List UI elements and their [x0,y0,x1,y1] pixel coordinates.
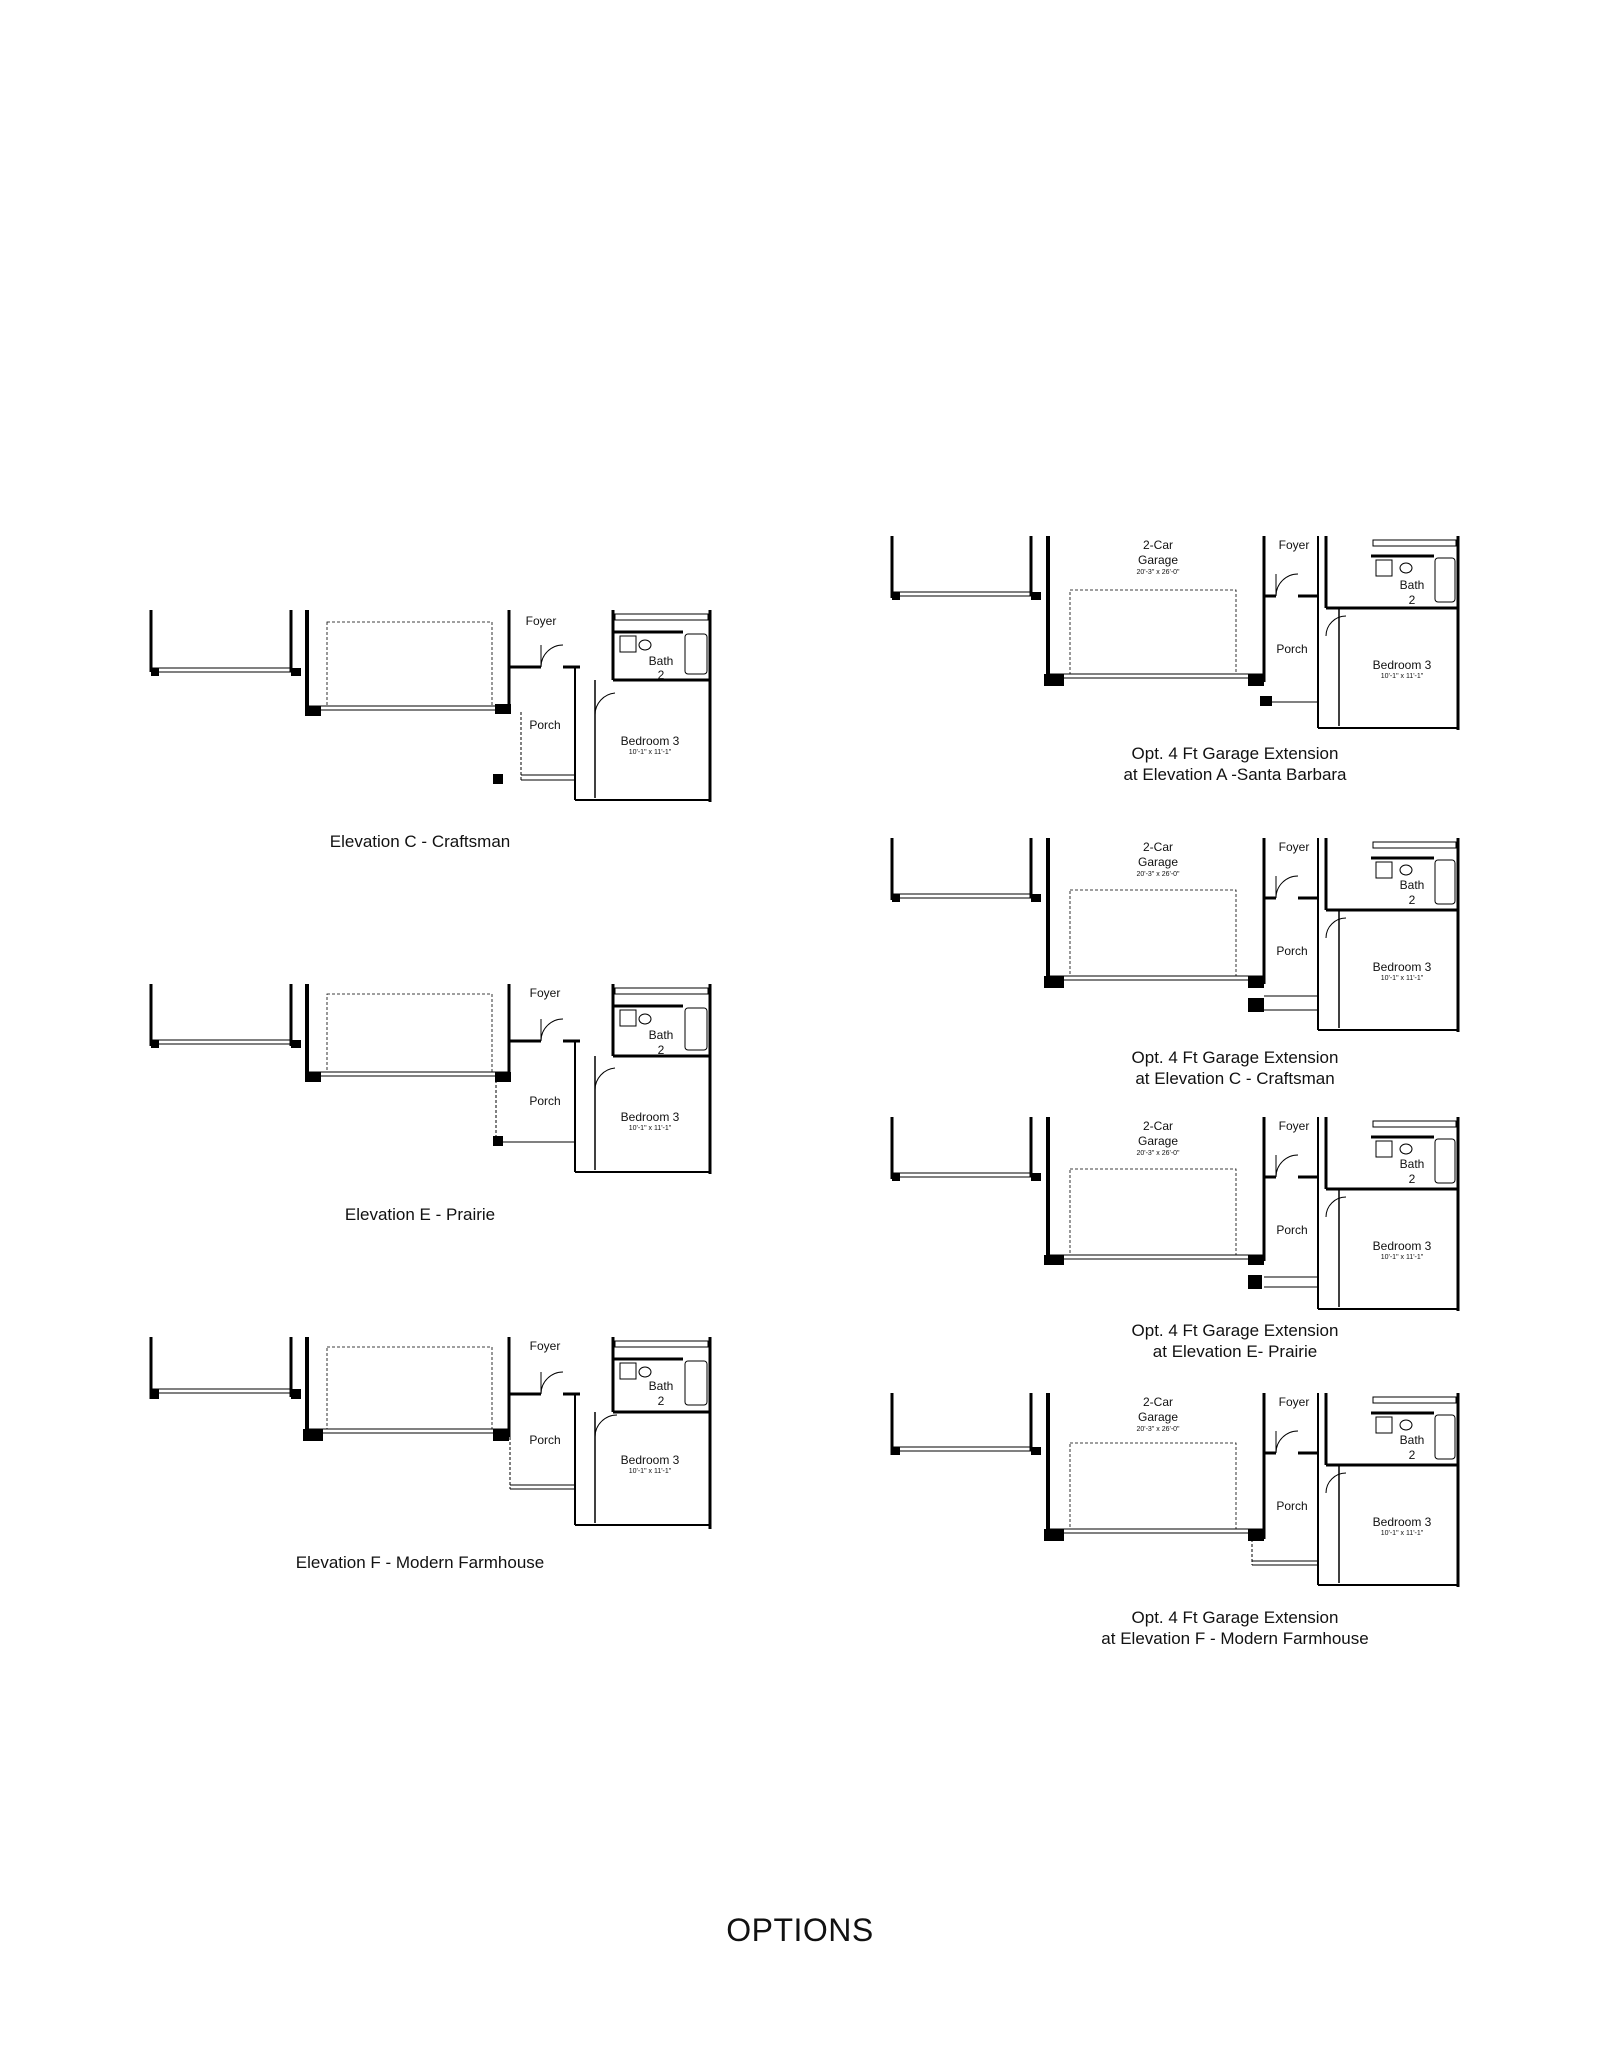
bedroom-label: Bedroom 3 [620,1110,680,1124]
caption-line1: Opt. 4 Ft Garage Extension [1131,744,1339,763]
caption-elevation-f: Elevation F - Modern Farmhouse [295,1553,545,1572]
caption-garage-ext-elevation-f: Opt. 4 Ft Garage Extension at Elevation … [1101,1607,1368,1649]
bedroom-label: Bedroom 3 [620,734,680,748]
bedroom-label: Bedroom 3 [620,1453,680,1467]
bedroom-dimension: 10'-1" x 11'-1" [628,1125,672,1132]
porch-label: Porch [529,1094,561,1108]
floor-plan-garage-ext-elevation-a: 2-Car Garage 20'-3" x 26'-0" Foyer Porch… [886,536,1466,736]
porch-label: Porch [529,718,561,732]
foyer-label: Foyer [529,986,561,1000]
foyer-label: Foyer [525,614,557,628]
caption-garage-ext-elevation-a: Opt. 4 Ft Garage Extension at Elevation … [1123,743,1346,785]
page-title-options: OPTIONS [726,1912,874,1948]
floor-plan-drawing [890,536,1460,730]
garage-label-line1: 2-Car [1142,1395,1174,1409]
porch-label: Porch [1276,1223,1308,1237]
floor-plan-drawing [890,1393,1460,1587]
foyer-label: Foyer [529,1339,561,1353]
bath-number-label: 2 [1408,1448,1416,1462]
caption-garage-ext-elevation-e: Opt. 4 Ft Garage Extension at Elevation … [1132,1320,1339,1362]
caption-elevation-e: Elevation E - Prairie [344,1205,496,1224]
bath-label: Bath [1399,1157,1425,1171]
bath-label: Bath [648,1028,674,1042]
porch-label: Porch [1276,944,1308,958]
garage-label-line1: 2-Car [1142,1119,1174,1133]
floor-plan-elevation-c: Foyer Porch Bath 2 Bedroom 3 10'-1" x 11… [145,610,715,810]
bath-number-label: 2 [657,1043,665,1057]
bath-label: Bath [648,654,674,668]
foyer-label: Foyer [1278,1119,1310,1133]
caption-elevation-c: Elevation C - Craftsman [329,832,511,851]
floor-plan-elevation-e: Foyer Porch Bath 2 Bedroom 3 10'-1" x 11… [145,984,715,1184]
caption-line1: Opt. 4 Ft Garage Extension [1131,1608,1339,1627]
bedroom-dimension: 10'-1" x 11'-1" [1380,1254,1424,1261]
bath-number-label: 2 [657,668,665,682]
caption-line2: at Elevation A -Santa Barbara [1123,765,1347,784]
garage-label-line2: Garage [1137,1134,1179,1148]
bedroom-dimension: 10'-1" x 11'-1" [1380,975,1424,982]
bedroom-dimension: 10'-1" x 11'-1" [628,1468,672,1475]
floor-plan-drawing [149,984,712,1174]
bath-number-label: 2 [657,1394,665,1408]
caption-line1: Opt. 4 Ft Garage Extension [1131,1321,1339,1340]
garage-dimension: 20'-3" x 26'-0" [1136,871,1180,878]
garage-dimension: 20'-3" x 26'-0" [1136,1426,1180,1433]
floor-plan-garage-ext-elevation-e: 2-Car Garage 20'-3" x 26'-0" Foyer Porch… [886,1117,1466,1317]
bath-number-label: 2 [1408,1172,1416,1186]
bath-label: Bath [648,1379,674,1393]
garage-dimension: 20'-3" x 26'-0" [1136,1150,1180,1157]
foyer-label: Foyer [1278,1395,1310,1409]
garage-label-line2: Garage [1137,1410,1179,1424]
garage-label-line2: Garage [1137,855,1179,869]
bath-label: Bath [1399,1433,1425,1447]
floor-plan-garage-ext-elevation-f: 2-Car Garage 20'-3" x 26'-0" Foyer Porch… [886,1393,1466,1593]
bath-label: Bath [1399,878,1425,892]
floor-plan-drawing [149,1337,712,1529]
garage-dimension: 20'-3" x 26'-0" [1136,569,1180,576]
porch-label: Porch [1276,1499,1308,1513]
bath-number-label: 2 [1408,893,1416,907]
garage-label-line2: Garage [1137,553,1179,567]
bedroom-dimension: 10'-1" x 11'-1" [1380,673,1424,680]
bedroom-dimension: 10'-1" x 11'-1" [1380,1530,1424,1537]
bedroom-dimension: 10'-1" x 11'-1" [628,749,672,756]
bedroom-label: Bedroom 3 [1372,960,1432,974]
foyer-label: Foyer [1278,538,1310,552]
caption-line2: at Elevation F - Modern Farmhouse [1101,1629,1369,1648]
caption-line2: at Elevation E- Prairie [1152,1342,1318,1361]
floor-plan-elevation-f: Foyer Porch Bath 2 Bedroom 3 10'-1" x 11… [145,1337,715,1537]
bath-label: Bath [1399,578,1425,592]
floor-plan-drawing [890,1117,1460,1311]
bedroom-label: Bedroom 3 [1372,1515,1432,1529]
caption-garage-ext-elevation-c: Opt. 4 Ft Garage Extension at Elevation … [1132,1047,1339,1089]
porch-label: Porch [1276,642,1308,656]
foyer-label: Foyer [1278,840,1310,854]
porch-label: Porch [529,1433,561,1447]
bedroom-label: Bedroom 3 [1372,1239,1432,1253]
floor-plan-garage-ext-elevation-c: 2-Car Garage 20'-3" x 26'-0" Foyer Porch… [886,838,1466,1038]
garage-label-line1: 2-Car [1142,840,1174,854]
bath-number-label: 2 [1408,593,1416,607]
caption-line1: Opt. 4 Ft Garage Extension [1131,1048,1339,1067]
caption-line2: at Elevation C - Craftsman [1135,1069,1335,1088]
garage-label-line1: 2-Car [1142,538,1174,552]
bedroom-label: Bedroom 3 [1372,658,1432,672]
floor-plan-drawing [890,838,1460,1032]
floor-plan-drawing [149,610,712,802]
